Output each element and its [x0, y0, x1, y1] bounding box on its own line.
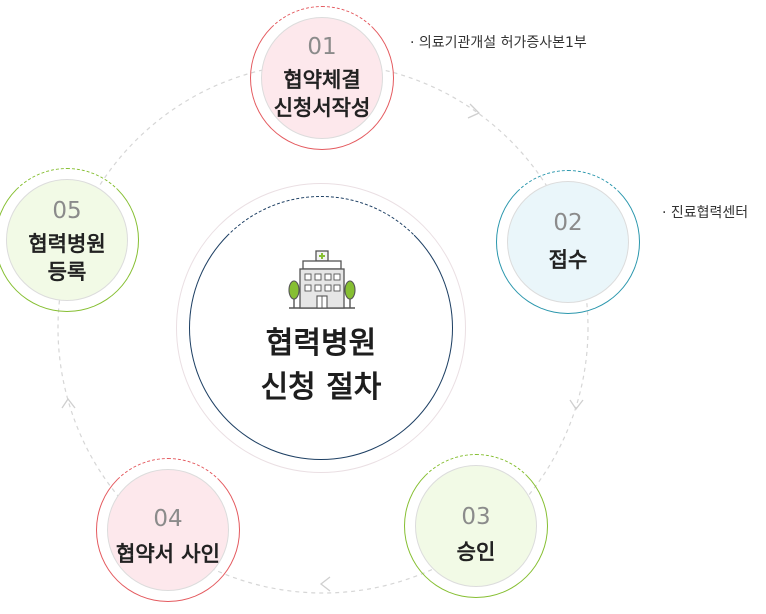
step-05-number: 05	[52, 198, 82, 224]
step-01: 01 협약체결 신청서작성	[250, 6, 394, 150]
step-01-inner-circle	[261, 17, 383, 139]
step-05: 05 협력병원 등록	[0, 168, 139, 312]
arrow-2-to-3	[569, 399, 584, 411]
step-03: 03 승인	[404, 454, 548, 598]
step-01-outer-ring	[250, 6, 394, 150]
step-04-outer-ring	[96, 458, 240, 602]
step-05-inner-circle	[6, 179, 128, 301]
hospital-icon	[288, 250, 356, 309]
arrow-4-to-5	[61, 397, 76, 409]
step-02-number: 02	[553, 210, 583, 236]
center-inner-circle	[189, 196, 453, 460]
step-03-inner-circle	[415, 465, 537, 587]
step-05-outer-ring	[0, 168, 139, 312]
step-04-label: 협약서 사인	[116, 542, 220, 566]
step-01-number: 01	[307, 34, 337, 60]
step-02-outer-ring	[496, 170, 640, 314]
step-02-label: 접수	[548, 248, 588, 272]
step-02-inner-circle	[507, 181, 629, 303]
step-03-number: 03	[461, 504, 491, 530]
step-01-label-line2: 신청서작성	[273, 96, 371, 120]
step-05-label-line2: 등록	[47, 260, 87, 284]
center-title: 협력병원 신청 절차	[189, 322, 453, 410]
center-outer-circle	[176, 183, 466, 473]
arrow-1-to-2	[467, 103, 481, 119]
step-01-label-line1: 협약체결	[283, 68, 361, 92]
step-05-label-line1: 협력병원	[28, 232, 106, 256]
arrow-3-to-4	[319, 576, 331, 592]
step-03-label: 승인	[456, 540, 496, 564]
step-01-note: · 의료기관개설 허가증사본1부	[410, 35, 587, 51]
step-02-note: · 진료협력센터	[662, 205, 749, 221]
center-title-line2: 신청 절차	[260, 370, 382, 405]
step-03-outer-ring	[404, 454, 548, 598]
step-02: 02 접수	[496, 170, 640, 314]
step-04-inner-circle	[107, 469, 229, 591]
center-title-line1: 협력병원	[265, 326, 377, 361]
step-04-number: 04	[153, 506, 183, 532]
step-04: 04 협약서 사인	[96, 458, 240, 602]
